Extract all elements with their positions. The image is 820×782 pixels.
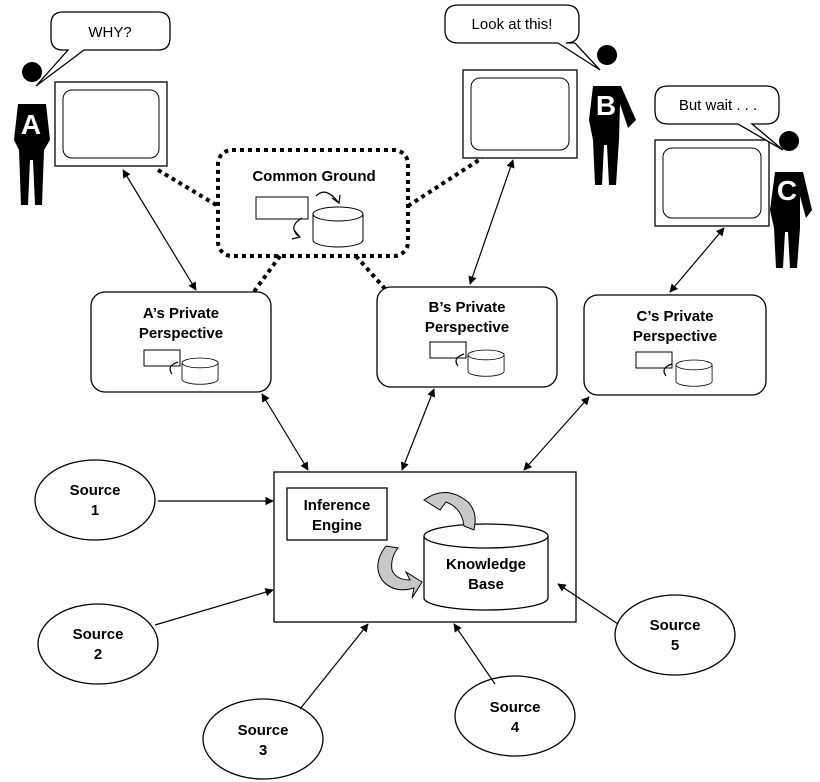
knowledge-base-line1: Knowledge	[446, 556, 526, 573]
perspective-a-line2: Perspective	[139, 325, 223, 342]
arrow-source-2	[154, 588, 274, 626]
inference-engine-line1: Inference	[304, 497, 371, 514]
source-1: Source 1	[34, 459, 156, 541]
common-ground: Common Ground	[216, 148, 410, 258]
source-1-line2: 1	[91, 502, 99, 519]
perspective-b-line1: B’s Private	[429, 299, 506, 316]
central-system: Inference Engine Knowledge Base	[273, 471, 577, 623]
knowledge-base-cylinder	[423, 523, 549, 611]
perspective-c-box	[583, 294, 767, 396]
common-ground-cycle-icon	[315, 191, 341, 205]
speech-c-text: But wait . . .	[679, 97, 757, 114]
perspective-a: A’s Private Perspective	[90, 291, 272, 393]
source-1-ellipse	[34, 459, 156, 541]
common-ground-link-a-perspective	[251, 254, 282, 295]
source-2-line2: 2	[94, 646, 102, 663]
arrow-source-5	[557, 583, 619, 625]
source-4-line1: Source	[490, 699, 541, 716]
source-3-line2: 3	[259, 742, 267, 759]
source-1-line1: Source	[70, 482, 121, 499]
person-b-letter: B	[596, 90, 616, 121]
inference-engine-line2: Engine	[312, 517, 362, 534]
common-ground-database-icon	[312, 206, 364, 248]
person-b: B	[462, 45, 636, 186]
speech-bubble-b: Look at this!	[444, 4, 601, 71]
person-b-silhouette	[589, 45, 636, 186]
source-4: Source 4	[454, 675, 576, 757]
source-5-line2: 5	[671, 637, 679, 654]
arrow-source-4	[453, 623, 496, 685]
person-c-silhouette	[770, 131, 812, 268]
perspective-a-database-icon	[181, 357, 219, 385]
source-2-line1: Source	[73, 626, 124, 643]
perspective-c-line2: Perspective	[633, 328, 717, 345]
arrow-monitor-a-perspective-a	[122, 169, 197, 291]
source-3-ellipse	[202, 698, 324, 780]
common-ground-engine-icon	[255, 196, 309, 220]
perspective-a-engine-icon	[143, 349, 181, 367]
arrow-monitor-b-perspective-b	[468, 159, 515, 285]
monitor-a-screen	[62, 89, 160, 159]
source-3-line1: Source	[238, 722, 289, 739]
source-5-ellipse	[614, 594, 736, 676]
perspective-c-engine-icon	[635, 351, 673, 369]
source-5-line1: Source	[650, 617, 701, 634]
monitor-b-screen	[470, 77, 570, 151]
common-ground-link-b-monitor	[406, 156, 484, 208]
arrow-perspective-c-engine	[523, 396, 590, 471]
arrow-monitor-c-perspective-c	[669, 227, 725, 293]
perspective-c-database-icon	[675, 359, 713, 387]
speech-bubble-c: But wait . . .	[654, 85, 784, 151]
arrow-perspective-b-engine	[400, 388, 436, 471]
source-2-ellipse	[37, 603, 159, 685]
cycle-arrow-top-icon	[423, 492, 476, 531]
person-a: A	[14, 62, 168, 205]
common-ground-label: Common Ground	[252, 168, 375, 185]
perspective-b-box	[376, 286, 558, 388]
source-5: Source 5	[614, 594, 736, 676]
source-3: Source 3	[202, 698, 324, 780]
speech-b-text: Look at this!	[472, 16, 553, 33]
person-a-silhouette	[14, 62, 50, 205]
speech-a-text: WHY?	[88, 24, 131, 41]
perspective-a-line1: A’s Private	[143, 305, 219, 322]
inference-engine-box	[286, 487, 388, 541]
perspective-b-line2: Perspective	[425, 319, 509, 336]
perspective-c-line1: C’s Private	[637, 308, 714, 325]
speech-bubble-a: WHY?	[35, 11, 171, 87]
common-ground-link-b-perspective	[354, 254, 388, 292]
source-4-line2: 4	[511, 719, 520, 736]
source-4-ellipse	[454, 675, 576, 757]
person-c: C	[654, 131, 812, 268]
person-a-letter: A	[21, 109, 41, 140]
arrow-perspective-a-engine	[261, 393, 309, 471]
arrow-source-3	[299, 623, 369, 710]
perspective-b: B’s Private Perspective	[376, 286, 558, 388]
perspective-c: C’s Private Perspective	[583, 294, 767, 396]
source-2: Source 2	[37, 603, 159, 685]
perspective-b-database-icon	[467, 349, 505, 377]
common-ground-link-a-monitor	[156, 168, 220, 208]
knowledge-base-line2: Base	[468, 576, 504, 593]
person-c-letter: C	[777, 175, 797, 206]
monitor-c-screen	[662, 147, 762, 219]
cycle-arrow-bottom-icon	[377, 545, 423, 599]
perspective-a-box	[90, 291, 272, 393]
perspective-b-engine-icon	[429, 341, 467, 359]
